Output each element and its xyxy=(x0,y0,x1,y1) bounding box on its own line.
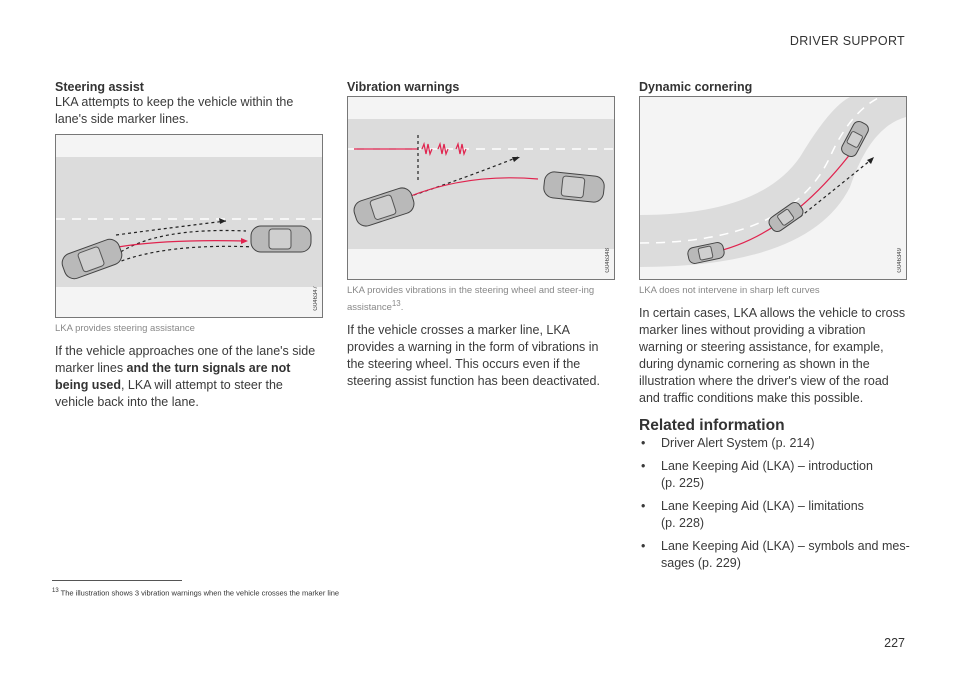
body-text: If the vehicle approaches one of the lan… xyxy=(55,344,316,375)
steering-assist-figure: G046347 xyxy=(55,134,323,318)
corrected-path xyxy=(117,240,247,248)
arrow-head-icon xyxy=(219,218,226,224)
column-steering-assist: Steering assist LKA attempts to keep the… xyxy=(55,80,323,128)
related-link[interactable]: • Lane Keeping Aid (LKA) – limitations (p… xyxy=(639,498,881,532)
bullet-icon: • xyxy=(641,436,646,450)
vibration-wave-icon xyxy=(421,141,467,157)
related-information-list: • Driver Alert System (p. 214) • Lane Keep… xyxy=(639,435,910,572)
projected-path xyxy=(799,158,873,218)
projected-path xyxy=(115,220,227,236)
figure-id: G046348 xyxy=(605,248,611,273)
steering-assist-heading: Steering assist xyxy=(55,80,144,94)
car-icon xyxy=(768,201,804,233)
lane-marker xyxy=(640,97,881,244)
figure-id: G046349 xyxy=(897,248,903,273)
vibration-warnings-illustration xyxy=(348,119,614,249)
column-vibration-warnings: Vibration warnings xyxy=(347,80,615,94)
related-link[interactable]: • Driver Alert System (p. 214) xyxy=(639,435,907,452)
arrow-head-icon xyxy=(867,157,874,164)
steering-assist-body: If the vehicle approaches one of the lan… xyxy=(55,343,323,411)
steering-assist-caption: LKA provides steering assistance xyxy=(55,323,195,334)
dynamic-cornering-heading: Dynamic cornering xyxy=(639,80,753,94)
car-icon xyxy=(841,120,869,158)
footnote-number: 13 xyxy=(52,588,59,594)
vibration-warnings-heading: Vibration warnings xyxy=(347,80,460,94)
footnote-divider xyxy=(52,580,182,581)
dynamic-cornering-figure: G046349 xyxy=(639,96,907,280)
car-icon xyxy=(543,171,605,203)
steering-assist-intro: LKA attempts to keep the vehicle within … xyxy=(55,95,294,126)
related-information-heading: Related information xyxy=(639,417,785,434)
car-icon xyxy=(61,238,123,280)
vibration-warnings-text: LKA provides vibrations in the steering … xyxy=(347,284,613,390)
dynamic-cornering-illustration xyxy=(640,97,906,267)
lane-boundary-curve-lower xyxy=(115,245,257,264)
page-number: 227 xyxy=(884,636,905,650)
car-icon xyxy=(353,187,415,227)
body-bold: and the turn signals are not being used xyxy=(55,361,291,392)
red-arrow-icon xyxy=(241,238,248,244)
caption-text: LKA provides vibrations in the steering … xyxy=(347,285,595,314)
dynamic-cornering-body: In certain cases, LKA allows the vehicle… xyxy=(639,306,906,405)
steering-assist-illustration xyxy=(56,157,322,287)
dynamic-cornering-caption: LKA does not intervene in sharp left cur… xyxy=(639,285,820,296)
car-icon xyxy=(687,242,725,264)
body-text: , LKA will attempt to steer the vehicle … xyxy=(55,378,283,409)
related-link[interactable]: • Lane Keeping Aid (LKA) – introduction (… xyxy=(639,458,881,492)
related-link-text[interactable]: Driver Alert System (p. 214) xyxy=(661,436,815,450)
dynamic-cornering-text: LKA does not intervene in sharp left cur… xyxy=(639,284,910,572)
arrow-head-icon xyxy=(512,157,520,162)
section-header: DRIVER SUPPORT xyxy=(789,34,905,48)
footnote-ref[interactable]: 13 xyxy=(391,299,401,308)
figure-id: G046347 xyxy=(313,286,319,311)
related-link-text[interactable]: Lane Keeping Aid (LKA) – symbols and mes… xyxy=(661,539,910,570)
bullet-icon: • xyxy=(641,459,646,473)
related-link-text[interactable]: Lane Keeping Aid (LKA) – limitations (p.… xyxy=(661,499,864,530)
caption-end: . xyxy=(400,302,404,314)
corrected-path xyxy=(407,177,539,198)
vibration-warnings-body: If the vehicle crosses a marker line, LK… xyxy=(347,323,600,389)
car-icon xyxy=(250,225,312,253)
bullet-icon: • xyxy=(641,539,646,553)
bullet-icon: • xyxy=(641,499,646,513)
related-link[interactable]: • Lane Keeping Aid (LKA) – symbols and me… xyxy=(639,538,911,572)
vibration-warnings-caption: LKA provides vibrations in the steering … xyxy=(347,284,613,314)
column-dynamic-cornering: Dynamic cornering xyxy=(639,80,907,94)
steering-assist-text: LKA provides steering assistance If the … xyxy=(55,322,323,411)
footnote: 13 The illustration shows 3 vibration wa… xyxy=(52,588,339,598)
footnote-text: The illustration shows 3 vibration warni… xyxy=(60,588,340,598)
lane-boundary-curve xyxy=(115,229,247,256)
vibration-warnings-figure: G046348 xyxy=(347,96,615,280)
related-link-text[interactable]: Lane Keeping Aid (LKA) – introduction (p… xyxy=(661,459,873,490)
